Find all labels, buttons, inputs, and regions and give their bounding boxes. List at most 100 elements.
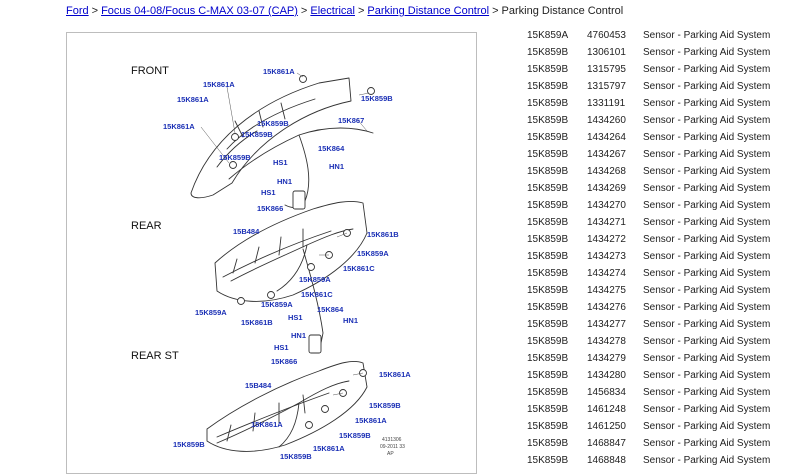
diagram-reference-line-3: AP: [387, 451, 394, 457]
callout-15k861a[interactable]: 15K861A: [379, 370, 411, 379]
part-description: Sensor - Parking Aid System: [643, 319, 771, 330]
callout-hn1[interactable]: HN1: [343, 316, 358, 325]
callout-15k864[interactable]: 15K864: [318, 144, 345, 153]
part-ref: 15K859B: [527, 183, 569, 194]
leader-line: [356, 118, 368, 132]
callout-hs1[interactable]: HS1: [261, 188, 276, 197]
leader-line: [200, 126, 230, 164]
callout-hn1[interactable]: HN1: [329, 162, 344, 171]
rear-bumper-trim-drawing: [222, 228, 332, 278]
callout-15k861a[interactable]: 15K861A: [177, 95, 209, 104]
breadcrumb-link-electrical[interactable]: Electrical: [310, 5, 355, 17]
part-ref: 15K859B: [527, 149, 569, 160]
callout-15k861c[interactable]: 15K861C: [343, 264, 375, 273]
callout-15b484[interactable]: 15B484: [233, 227, 260, 236]
callout-15k861a[interactable]: 15K861A: [203, 80, 235, 89]
breadcrumb-link-focus[interactable]: Focus 04-08/Focus C-MAX 03-07 (CAP): [101, 5, 298, 17]
control-module-front: [292, 190, 306, 210]
part-ref: 15K859B: [527, 285, 569, 296]
callout-15k861a[interactable]: 15K861A: [355, 416, 387, 425]
callout-15k859a[interactable]: 15K859A: [195, 308, 227, 317]
callout-15k859b[interactable]: 15K859B: [339, 431, 371, 440]
callout-15k861a[interactable]: 15K861A: [263, 67, 295, 76]
callout-15k867[interactable]: 15K867: [338, 116, 364, 125]
callout-15k859b[interactable]: 15K859B: [369, 401, 401, 410]
callout-15k859b[interactable]: 15K859B: [241, 130, 273, 139]
callout-15b484[interactable]: 15B484: [245, 381, 272, 390]
diagram-reference-line-2: 09-2011 33: [380, 444, 405, 450]
callout-15k859a[interactable]: 15K859A: [299, 275, 331, 284]
callout-15k866[interactable]: 15K866: [257, 204, 283, 213]
rear-wiring-harness-drawing: [230, 228, 354, 354]
part-number: 1468848: [587, 455, 626, 466]
part-ref: 15K859B: [527, 200, 569, 211]
sensor-front-center: [229, 161, 237, 169]
callout-15k861b[interactable]: 15K861B: [241, 318, 273, 327]
part-number: 1331191: [587, 98, 626, 109]
breadcrumb-separator: >: [357, 5, 365, 17]
breadcrumb-link-ford[interactable]: Ford: [66, 5, 89, 17]
part-ref: 15K859B: [527, 132, 569, 143]
front-bumper-grille-drawing: [216, 98, 316, 168]
callout-15k859a[interactable]: 15K859A: [357, 249, 389, 258]
callout-hs1[interactable]: HS1: [288, 313, 303, 322]
callout-15k859b[interactable]: 15K859B: [361, 94, 393, 103]
part-number: 1456834: [587, 387, 626, 398]
part-description: Sensor - Parking Aid System: [643, 183, 771, 194]
sensor-front-right: [299, 75, 307, 83]
callout-hn1[interactable]: HN1: [277, 177, 292, 186]
breadcrumb-link-parking-distance-control[interactable]: Parking Distance Control: [367, 5, 490, 17]
part-number: 1434267: [587, 149, 626, 160]
callout-15k864[interactable]: 15K864: [317, 305, 344, 314]
part-ref: 15K859B: [527, 217, 569, 228]
callout-15k859b[interactable]: 15K859B: [173, 440, 205, 449]
part-description: Sensor - Parking Aid System: [643, 404, 771, 415]
part-description: Sensor - Parking Aid System: [643, 285, 771, 296]
callout-15k861a[interactable]: 15K861A: [163, 122, 195, 131]
callout-15k861c[interactable]: 15K861C: [301, 290, 333, 299]
callout-15k861b[interactable]: 15K861B: [367, 230, 399, 239]
part-ref: 15K859B: [527, 81, 569, 92]
callout-hs1[interactable]: HS1: [273, 158, 288, 167]
part-ref: 15K859B: [527, 421, 569, 432]
part-description: Sensor - Parking Aid System: [643, 166, 771, 177]
part-number: 1434277: [587, 319, 626, 330]
part-ref: 15K859B: [527, 455, 569, 466]
callout-hs1[interactable]: HS1: [274, 343, 289, 352]
callout-15k859b[interactable]: 15K859B: [280, 452, 312, 461]
callout-15k861a[interactable]: 15K861A: [251, 420, 283, 429]
callout-15k859b[interactable]: 15K859B: [219, 153, 251, 162]
callout-hn1[interactable]: HN1: [291, 331, 306, 340]
part-ref: 15K859B: [527, 387, 569, 398]
callout-15k859b[interactable]: 15K859B: [257, 119, 289, 128]
callout-15k861a[interactable]: 15K861A: [313, 444, 345, 453]
callout-15k859a[interactable]: 15K859A: [261, 300, 293, 309]
callout-15k866[interactable]: 15K866: [271, 357, 297, 366]
